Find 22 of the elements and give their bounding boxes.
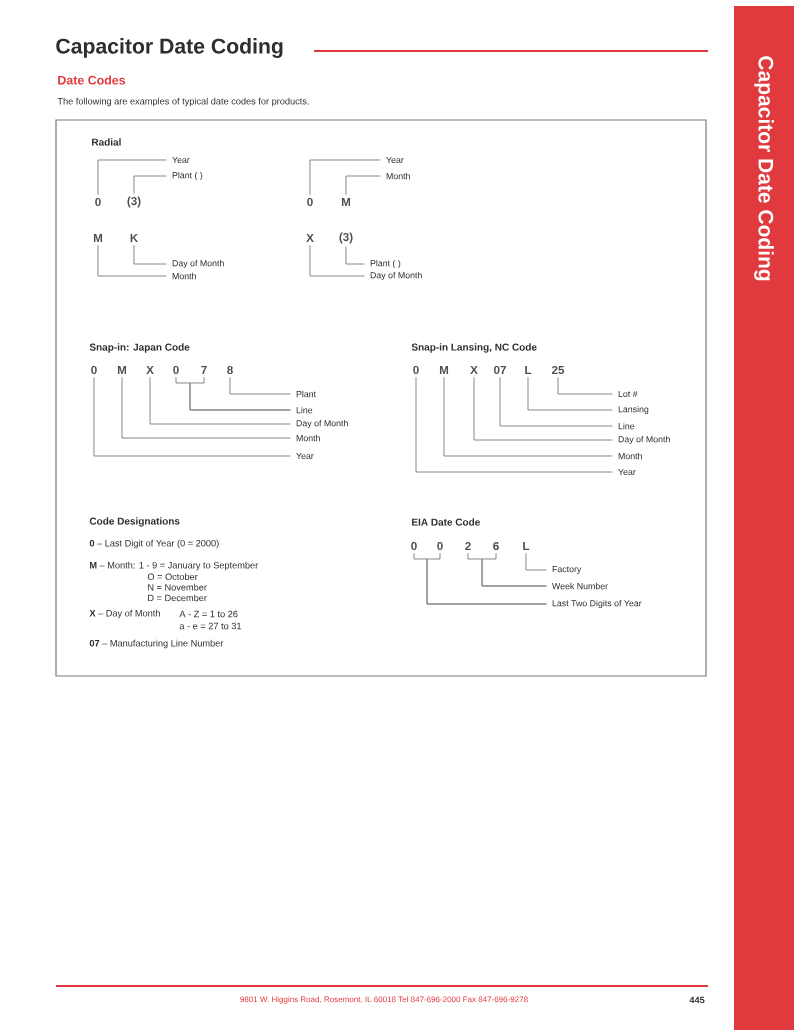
side-tab: Capacitor Date Coding: [734, 6, 794, 1030]
leader-line: [133, 175, 167, 194]
leader-line: [481, 552, 547, 587]
leader-line: [97, 159, 167, 196]
leader-line: [149, 376, 291, 425]
leader-line: [415, 376, 613, 473]
leader-line: [525, 552, 547, 571]
leader-line: [97, 244, 167, 277]
leader-line: [473, 376, 613, 441]
leader-line: [229, 376, 291, 395]
leader-line: [345, 246, 365, 265]
leader-line: [345, 175, 381, 196]
leader-line: [309, 244, 365, 277]
leader-line: [499, 376, 613, 427]
leader-line: [309, 159, 381, 196]
leader-line: [133, 244, 167, 265]
leader-line: [443, 376, 613, 457]
leader-line: [527, 376, 613, 411]
leader-line: [557, 376, 613, 395]
leader-line: [121, 376, 291, 439]
page-title: Capacitor Date Coding: [56, 38, 283, 58]
leader-line: [93, 376, 291, 457]
